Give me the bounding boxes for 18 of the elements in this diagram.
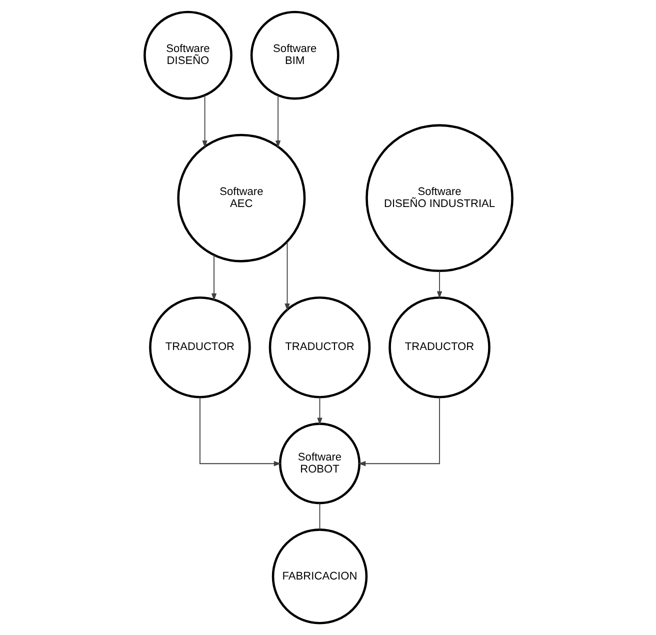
arrow (210, 254, 216, 301)
connector (318, 502, 320, 530)
arrow (358, 396, 440, 466)
arrow (436, 270, 442, 299)
node-circle: FABRICACION (271, 528, 368, 624)
node-circle: TRADUCTOR (148, 296, 250, 398)
node-circle: Software BIM (250, 10, 339, 100)
node-circle: TRADUCTOR (388, 296, 490, 398)
node-circle: Software AEC (176, 134, 306, 262)
node-circle: TRADUCTOR (268, 296, 370, 398)
arrow (284, 241, 290, 311)
node-circle: Software ROBOT (278, 422, 360, 504)
node-circle: Software DISEÑO (143, 10, 232, 100)
arrow (199, 396, 281, 466)
arrow (274, 94, 280, 148)
arrow (202, 94, 207, 148)
node-circle: Software DISEÑO INDUSTRIAL (365, 124, 513, 272)
arrow (316, 396, 322, 426)
